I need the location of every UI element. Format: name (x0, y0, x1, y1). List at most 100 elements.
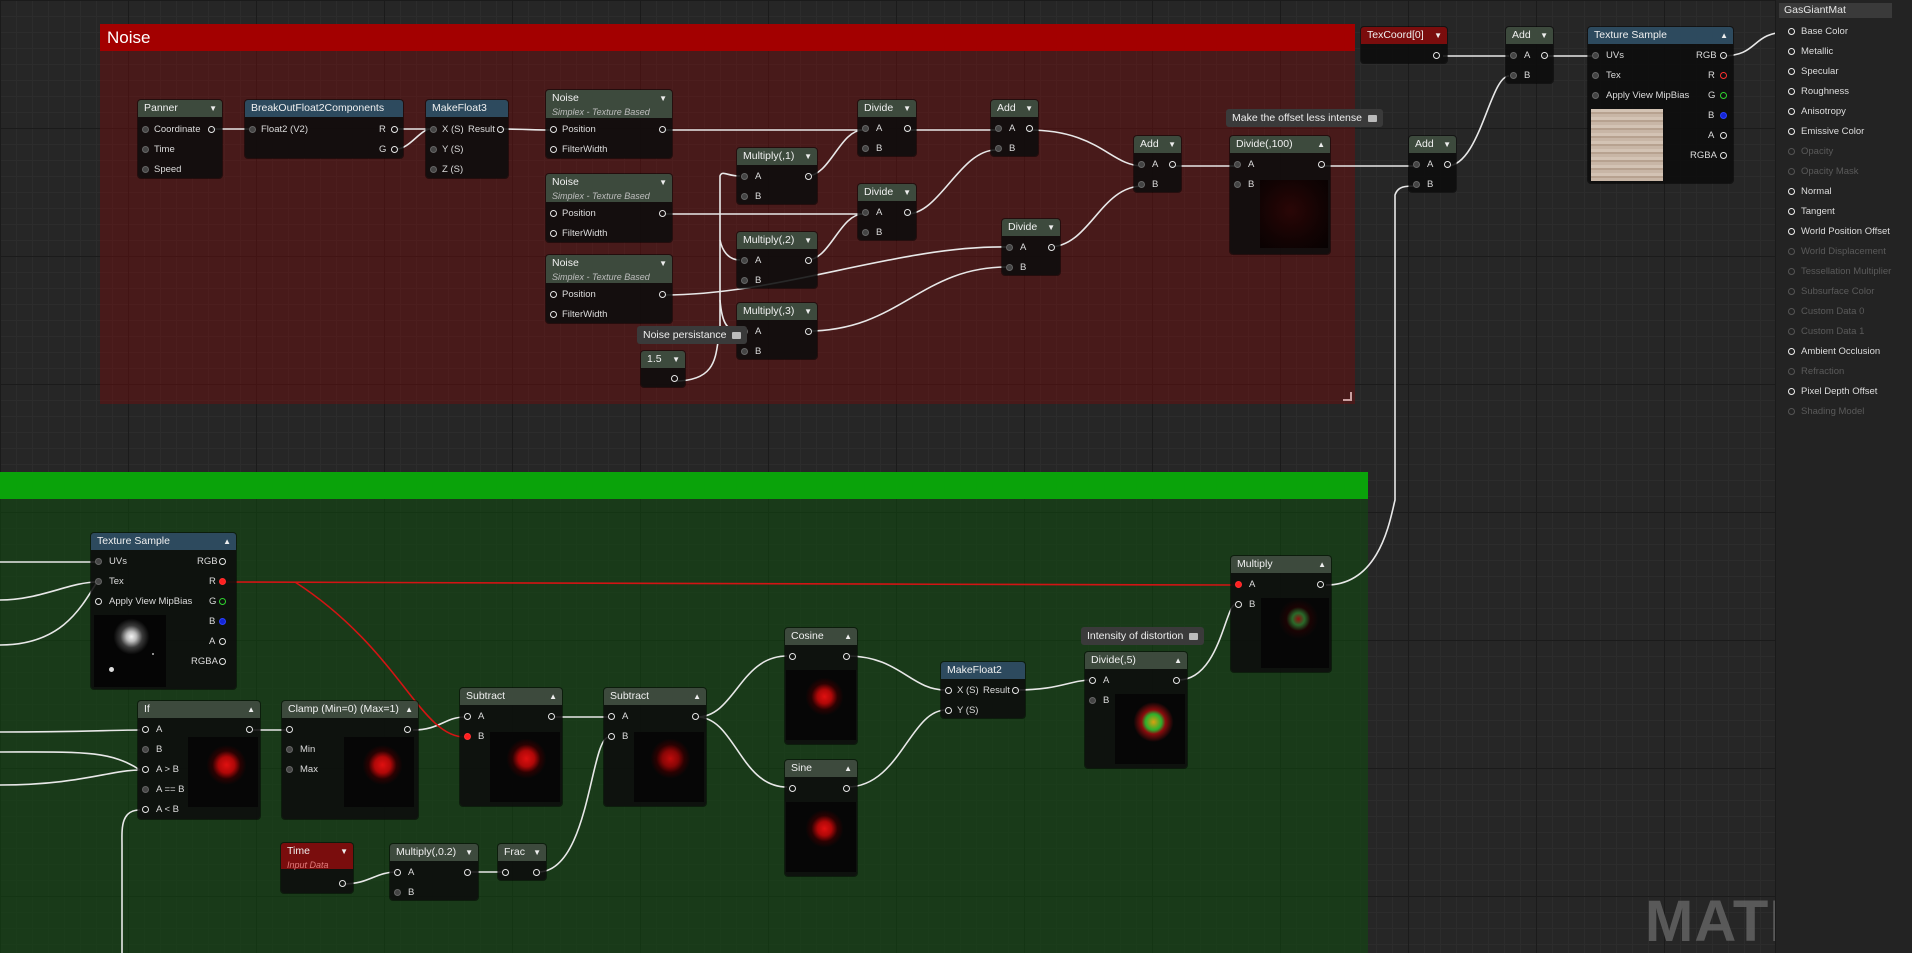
output-pin-icon[interactable] (219, 658, 226, 665)
pin-icon[interactable] (1788, 348, 1795, 355)
clamp-node[interactable]: Clamp (Min=0) (Max=1)▲ Min Max (282, 701, 418, 819)
output-pin-icon[interactable] (219, 638, 226, 645)
result-input-pin[interactable]: Tessellation Multiplier (1788, 266, 1891, 277)
constant-1-5-node[interactable]: 1.5▼ (641, 351, 685, 387)
divide-1-node[interactable]: Divide▼ A B (858, 100, 916, 156)
pin-icon[interactable] (862, 229, 869, 236)
subtract-2-node[interactable]: Subtract▲ A B (604, 688, 706, 806)
pin-icon[interactable] (1234, 181, 1241, 188)
pin-icon[interactable] (1788, 308, 1795, 315)
pin-icon[interactable] (741, 193, 748, 200)
output-pin-icon[interactable] (1433, 52, 1440, 59)
output-pin-icon[interactable] (904, 209, 911, 216)
collapse-arrow-icon[interactable]: ▼ (903, 188, 911, 197)
divide-5-node[interactable]: Divide(,5)▲ A B (1085, 652, 1187, 768)
result-input-pin[interactable]: Shading Model (1788, 406, 1864, 417)
add-2-node[interactable]: Add▼ A B (1134, 136, 1181, 192)
result-input-pin[interactable]: World Displacement (1788, 246, 1886, 257)
output-pin-icon[interactable] (659, 210, 666, 217)
pin-icon[interactable] (95, 578, 102, 585)
pin-icon[interactable] (995, 125, 1002, 132)
pin-icon[interactable] (1089, 677, 1096, 684)
result-input-pin[interactable]: Refraction (1788, 366, 1844, 377)
output-pin-icon[interactable] (391, 146, 398, 153)
pin-icon[interactable] (464, 733, 471, 740)
divide-3-node[interactable]: Divide▼ A B (1002, 219, 1060, 275)
pin-icon[interactable] (430, 146, 437, 153)
output-pin-icon[interactable] (464, 869, 471, 876)
pin-icon[interactable] (1788, 208, 1795, 215)
output-pin-icon[interactable] (1169, 161, 1176, 168)
collapse-arrow-icon[interactable]: ▼ (659, 94, 667, 103)
collapse-arrow-icon[interactable]: ▼ (1047, 223, 1055, 232)
output-pin-icon[interactable] (1444, 161, 1451, 168)
pin-icon[interactable] (142, 726, 149, 733)
output-pin-icon[interactable] (843, 653, 850, 660)
pin-icon[interactable] (789, 785, 796, 792)
output-pin-icon[interactable] (1720, 112, 1727, 119)
comment-icon[interactable] (732, 331, 742, 339)
pin-icon[interactable] (741, 348, 748, 355)
pin-icon[interactable] (142, 766, 149, 773)
result-input-pin[interactable]: Pixel Depth Offset (1788, 386, 1877, 397)
pin-icon[interactable] (1006, 264, 1013, 271)
collapse-arrow-icon[interactable]: ▲ (247, 705, 255, 714)
collapse-arrow-icon[interactable]: ▼ (659, 178, 667, 187)
collapse-arrow-icon[interactable]: ▲ (1174, 656, 1182, 665)
output-pin-icon[interactable] (404, 726, 411, 733)
result-input-pin[interactable]: Emissive Color (1788, 126, 1864, 137)
texcoord-node[interactable]: TexCoord[0]▼ (1361, 27, 1447, 63)
output-pin-icon[interactable] (219, 598, 226, 605)
distortion-comment-title[interactable] (0, 472, 1368, 499)
divide-2-node[interactable]: Divide▼ A B (858, 184, 916, 240)
pin-icon[interactable] (142, 146, 149, 153)
texture-sample-bottom-node[interactable]: Texture Sample▲ UVs Tex Apply View MipBi… (91, 533, 236, 689)
output-pin-icon[interactable] (219, 578, 226, 585)
pin-icon[interactable] (550, 146, 557, 153)
output-pin-icon[interactable] (533, 869, 540, 876)
collapse-arrow-icon[interactable]: ▼ (903, 104, 911, 113)
output-pin-icon[interactable] (1048, 244, 1055, 251)
result-input-pin[interactable]: Custom Data 1 (1788, 326, 1864, 337)
pin-icon[interactable] (862, 145, 869, 152)
pin-icon[interactable] (1510, 72, 1517, 79)
pin-icon[interactable] (1413, 161, 1420, 168)
pin-icon[interactable] (1138, 181, 1145, 188)
comment-resize-handle[interactable] (1343, 392, 1352, 401)
cosine-node[interactable]: Cosine▲ (785, 628, 857, 744)
multiply-2-node[interactable]: Multiply(,2)▼ A B (737, 232, 817, 288)
output-pin-icon[interactable] (1026, 125, 1033, 132)
result-input-pin[interactable]: Opacity Mask (1788, 166, 1859, 177)
output-pin-icon[interactable] (391, 126, 398, 133)
collapse-arrow-icon[interactable]: ▼ (533, 848, 541, 857)
pin-icon[interactable] (502, 869, 509, 876)
pin-icon[interactable] (862, 209, 869, 216)
comment-icon[interactable] (1189, 632, 1199, 640)
result-input-pin[interactable]: Ambient Occlusion (1788, 346, 1880, 357)
output-pin-icon[interactable] (805, 328, 812, 335)
result-input-pin[interactable]: Tangent (1788, 206, 1835, 217)
output-pin-icon[interactable] (904, 125, 911, 132)
persistance-comment-bubble[interactable]: Noise persistance (637, 326, 748, 344)
pin-icon[interactable] (945, 687, 952, 694)
output-pin-icon[interactable] (219, 558, 226, 565)
pin-icon[interactable] (550, 210, 557, 217)
multiply-1-node[interactable]: Multiply(,1)▼ A B (737, 148, 817, 204)
output-pin-icon[interactable] (843, 785, 850, 792)
pin-icon[interactable] (286, 746, 293, 753)
pin-icon[interactable] (1788, 88, 1795, 95)
offset-comment-bubble[interactable]: Make the offset less intense (1226, 109, 1383, 127)
pin-icon[interactable] (249, 126, 256, 133)
output-pin-icon[interactable] (1012, 687, 1019, 694)
pin-icon[interactable] (550, 126, 557, 133)
output-pin-icon[interactable] (805, 173, 812, 180)
pin-icon[interactable] (1089, 697, 1096, 704)
collapse-arrow-icon[interactable]: ▼ (804, 307, 812, 316)
collapse-arrow-icon[interactable]: ▼ (1025, 104, 1033, 113)
output-pin-icon[interactable] (497, 126, 504, 133)
pin-icon[interactable] (1788, 108, 1795, 115)
result-input-pin[interactable]: Metallic (1788, 46, 1833, 57)
